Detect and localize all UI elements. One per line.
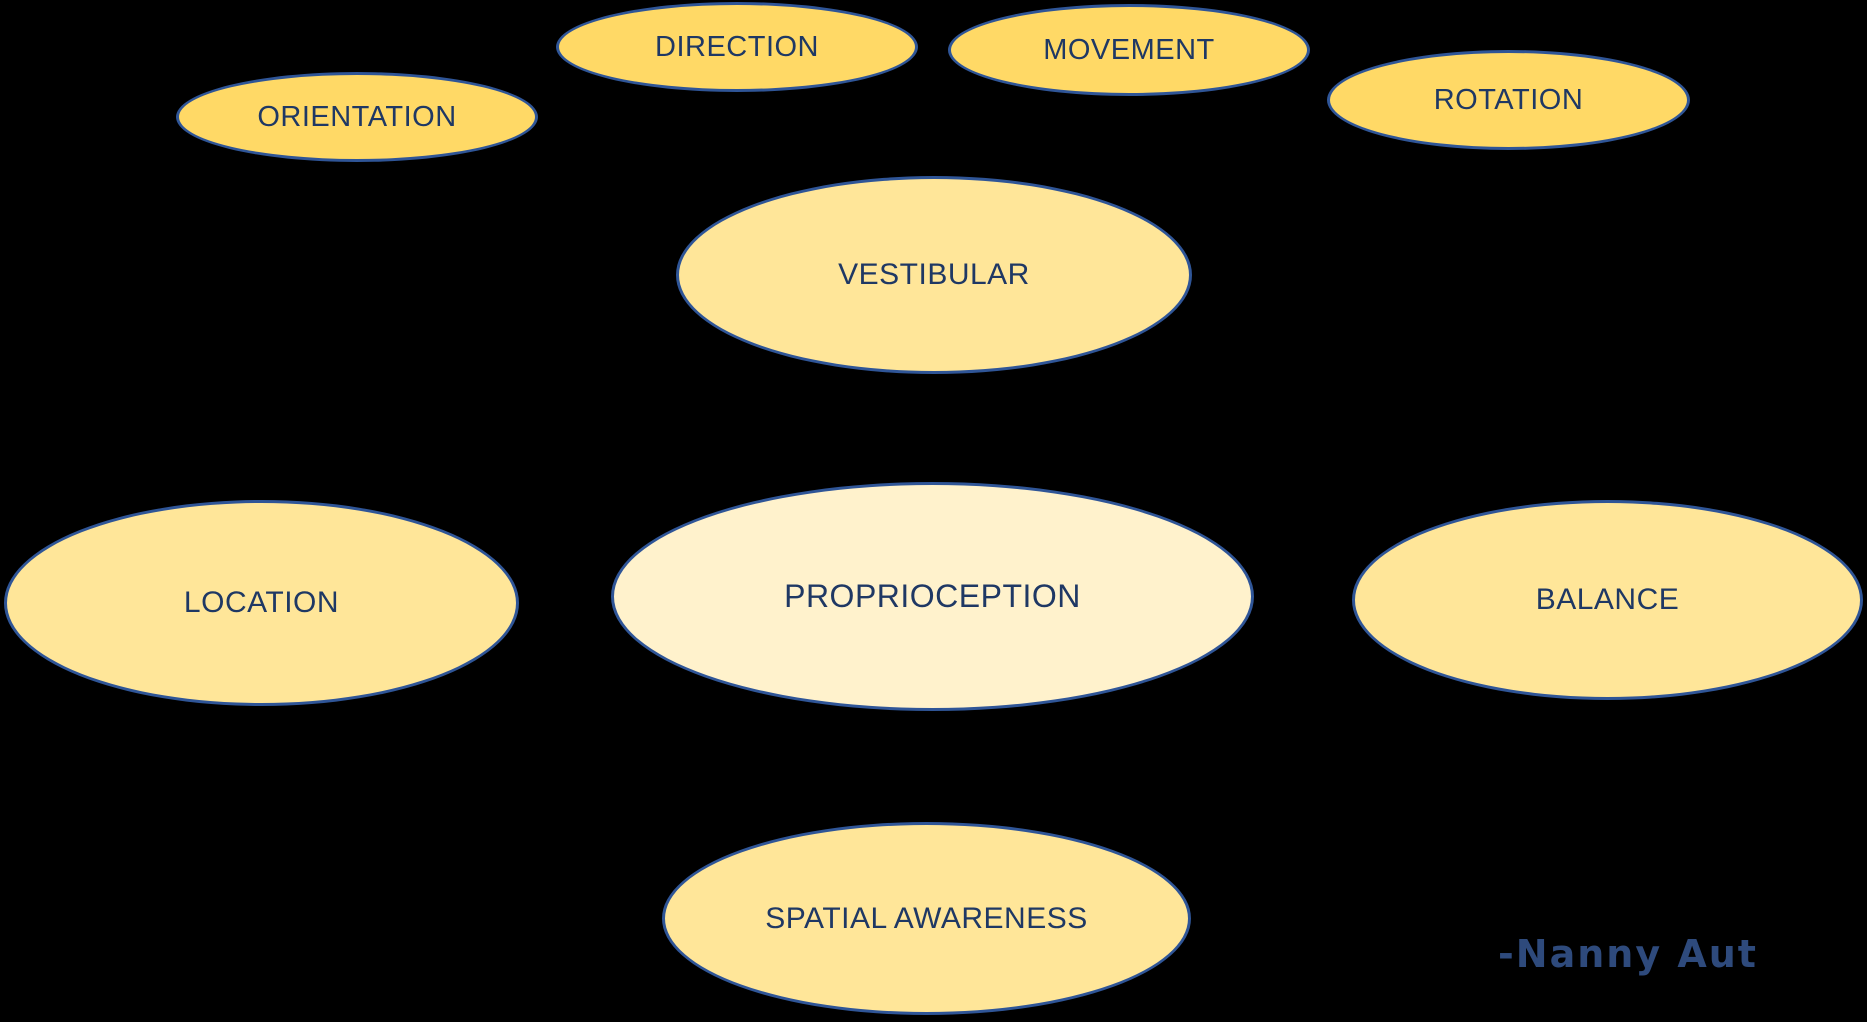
- author-signature: -Nanny Aut: [1498, 932, 1758, 976]
- node-orientation-label: ORIENTATION: [257, 100, 457, 133]
- node-vestibular-label: VESTIBULAR: [838, 258, 1030, 291]
- node-movement: MOVEMENT: [948, 4, 1310, 96]
- node-rotation-label: ROTATION: [1433, 83, 1584, 116]
- node-direction-label: DIRECTION: [655, 30, 819, 63]
- node-location: LOCATION: [4, 500, 519, 706]
- node-rotation: ROTATION: [1327, 50, 1690, 150]
- node-spatial-awareness: SPATIAL AWARENESS: [662, 822, 1191, 1015]
- node-spatial-awareness-label: SPATIAL AWARENESS: [765, 901, 1088, 935]
- node-balance: BALANCE: [1352, 500, 1863, 700]
- node-balance-label: BALANCE: [1535, 583, 1680, 616]
- node-proprioception: PROPRIOCEPTION: [611, 482, 1254, 711]
- node-movement-label: MOVEMENT: [1043, 33, 1215, 66]
- node-location-label: LOCATION: [183, 586, 340, 619]
- node-proprioception-label: PROPRIOCEPTION: [784, 578, 1081, 614]
- node-orientation: ORIENTATION: [176, 72, 538, 162]
- node-vestibular: VESTIBULAR: [676, 176, 1192, 374]
- node-direction: DIRECTION: [556, 2, 918, 92]
